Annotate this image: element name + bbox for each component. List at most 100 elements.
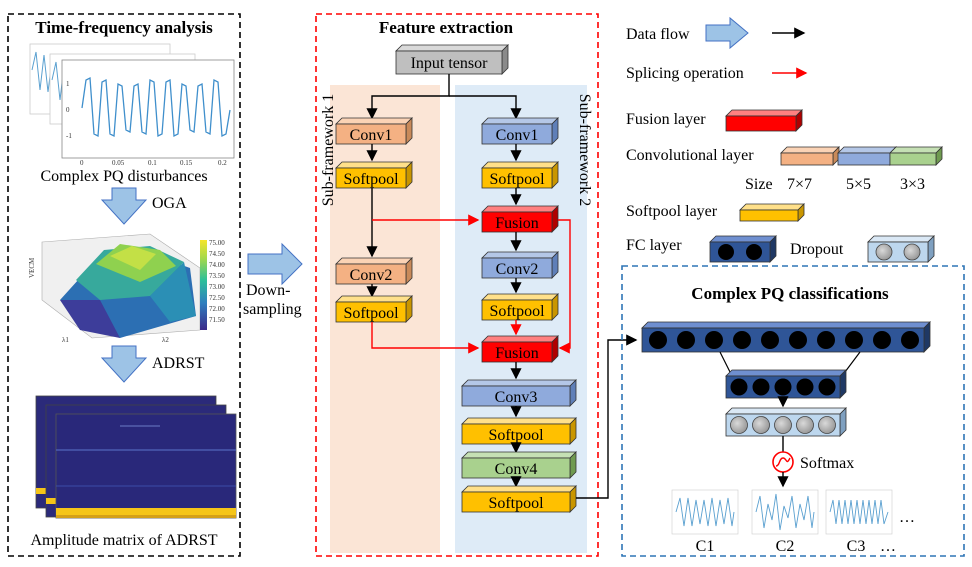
- legend-softpool-label: Softpool layer: [626, 203, 718, 220]
- z-tick: 72.00: [209, 305, 225, 313]
- z-tick: 72.50: [209, 294, 225, 302]
- fusion2-block: Fusion: [481, 335, 559, 363]
- flow-arrow: [449, 95, 522, 120]
- left-conv2-block: Conv2: [335, 257, 413, 285]
- adrst-arrow: [100, 345, 148, 383]
- dropout-layer: [725, 407, 847, 437]
- tf-panel-title: Time-frequency analysis: [35, 18, 213, 37]
- more-classes-ellipsis: …: [899, 509, 915, 526]
- class-label-c3: C3: [847, 538, 866, 555]
- splice-arrow: [371, 322, 480, 354]
- legend-fusion-icon: [725, 109, 803, 132]
- oga-label: OGA: [152, 195, 187, 212]
- x-tick-0: 0: [80, 159, 84, 167]
- surface-xlabel: λ1: [62, 336, 69, 344]
- z-tick: 73.00: [209, 283, 225, 291]
- legend-conv7-icon: [780, 146, 840, 166]
- left-softpool1-label: Softpool: [343, 171, 399, 188]
- right-softpool2-label: Softpool: [489, 303, 545, 320]
- legend-dropout-label: Dropout: [790, 241, 844, 258]
- left-conv1-label: Conv1: [350, 127, 393, 144]
- y-tick-m1: -1: [66, 132, 72, 140]
- x-tick-005: 0.05: [112, 159, 125, 167]
- fc-layer-1: [641, 321, 931, 353]
- z-tick: 73.50: [209, 272, 225, 280]
- class-label-c2: C2: [776, 538, 795, 555]
- amplitude-matrices: [35, 395, 237, 519]
- fusion1-block: Fusion: [481, 205, 559, 233]
- x-tick-01: 0.1: [148, 159, 157, 167]
- softpool4-block: Softpool: [461, 485, 577, 513]
- input-tensor-block: Input tensor: [395, 44, 509, 75]
- legend-fc-icon: [709, 235, 777, 263]
- left-conv1-block: Conv1: [335, 117, 413, 145]
- surface-plot: 75.00 74.50 74.00 73.50 73.00 72.50 72.0…: [28, 233, 225, 344]
- tf-panel-border: [7, 13, 241, 557]
- amplitude-matrix-front: [55, 413, 237, 519]
- softpool3-label: Softpool: [488, 427, 544, 444]
- input-tensor-label: Input tensor: [411, 55, 489, 72]
- oga-arrow: [100, 187, 148, 225]
- z-tick: 71.50: [209, 316, 225, 324]
- legend-size5: 5×5: [846, 176, 871, 193]
- right-conv1-label: Conv1: [496, 127, 539, 144]
- sub-framework-1-label: Sub-framework 1: [320, 94, 337, 206]
- softmax-icon: [772, 451, 794, 473]
- conv3-label: Conv3: [495, 389, 538, 406]
- class-thumbnail-c1: [671, 489, 739, 535]
- legend-data-flow-label: Data flow: [626, 26, 690, 43]
- legend-conv3-icon: [889, 146, 943, 166]
- left-softpool2-label: Softpool: [343, 305, 399, 322]
- right-conv2-label: Conv2: [496, 261, 539, 278]
- funnel-line: [844, 351, 861, 373]
- legend-size-label: Size: [745, 176, 773, 193]
- matrix-caption: Amplitude matrix of ADRST: [30, 532, 217, 549]
- signal-caption: Complex PQ disturbances: [40, 168, 207, 185]
- flow-arrow: [366, 74, 450, 120]
- adrst-label: ADRST: [152, 355, 205, 372]
- softpool3-block: Softpool: [461, 417, 577, 445]
- surface-x2label: λ2: [162, 336, 169, 344]
- legend-fusion-label: Fusion layer: [626, 111, 706, 128]
- surface-ylabel: VECM: [28, 257, 36, 278]
- right-softpool2-block: Softpool: [481, 293, 559, 321]
- fc-layer-2: [725, 369, 847, 399]
- fusion1-label: Fusion: [495, 215, 539, 232]
- conv4-label: Conv4: [495, 461, 538, 478]
- legend-fc-label: FC layer: [626, 237, 682, 254]
- class-label-c1: C1: [696, 538, 715, 555]
- legend-size7: 7×7: [787, 176, 812, 193]
- signal-waveform: [81, 76, 231, 138]
- y-tick-0: 0: [66, 106, 70, 114]
- fe-panel-border: [315, 13, 599, 557]
- x-tick-02: 0.2: [218, 159, 227, 167]
- cls-panel-title: Complex PQ classifications: [691, 284, 889, 303]
- softpool4-label: Softpool: [488, 495, 544, 512]
- conv3-block: Conv3: [461, 379, 577, 407]
- x-tick-015: 0.15: [180, 159, 193, 167]
- legend-conv-label: Convolutional layer: [626, 147, 754, 164]
- downsampling-line2: sampling: [243, 301, 302, 318]
- right-conv1-block: Conv1: [481, 117, 559, 145]
- z-tick: 75.00: [209, 239, 225, 247]
- splice-arrow: [558, 219, 571, 354]
- fusion2-label: Fusion: [495, 345, 539, 362]
- legend: Data flow Splicing operation Fusion laye…: [626, 16, 943, 263]
- conv4-block: Conv4: [461, 451, 577, 479]
- y-tick-1: 1: [66, 80, 70, 88]
- fe-panel-title: Feature extraction: [379, 18, 514, 37]
- legend-dropout-icon: [867, 235, 935, 263]
- legend-data-flow-arrow-icon: [705, 16, 749, 50]
- sub-framework-2-label: Sub-framework 2: [576, 94, 593, 206]
- colorbar: [200, 240, 207, 330]
- legend-size3: 3×3: [900, 176, 925, 193]
- left-softpool2-block: Softpool: [335, 295, 413, 323]
- softmax-label: Softmax: [800, 455, 854, 472]
- left-conv2-label: Conv2: [350, 267, 393, 284]
- class-thumbnail-c2: [751, 489, 819, 535]
- legend-conv5-icon: [837, 146, 897, 166]
- z-tick: 74.00: [209, 261, 225, 269]
- more-classes-ellipsis-2: …: [880, 538, 896, 555]
